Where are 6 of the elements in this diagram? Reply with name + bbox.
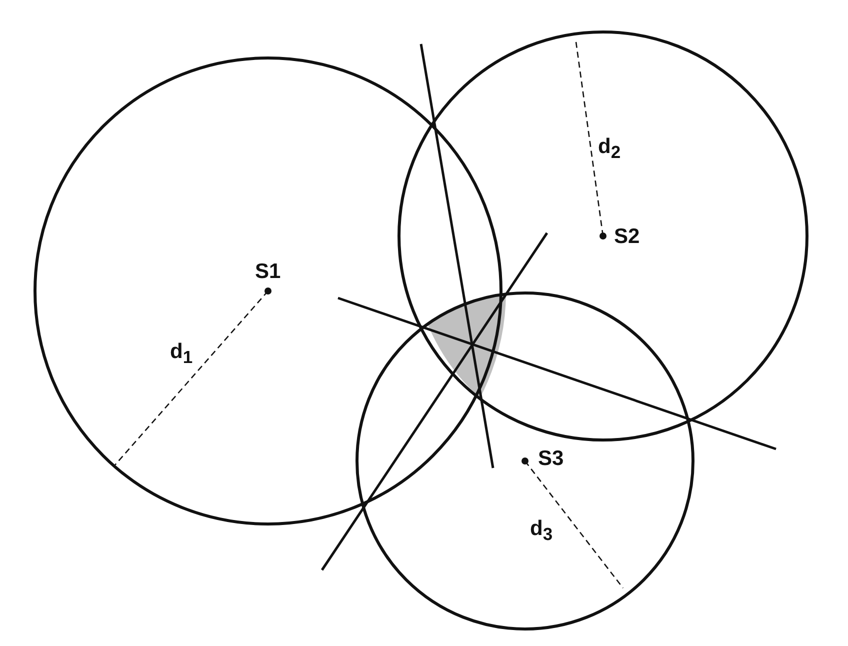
point-label: S3 <box>538 448 564 469</box>
distance-label: d$_{1}$ <box>170 341 193 367</box>
distance-label: d$_{2}$ <box>598 136 621 162</box>
distance-label: d$_{3}$ <box>530 518 553 544</box>
point-label: S1 <box>255 261 281 282</box>
point-label: S2 <box>614 226 640 247</box>
